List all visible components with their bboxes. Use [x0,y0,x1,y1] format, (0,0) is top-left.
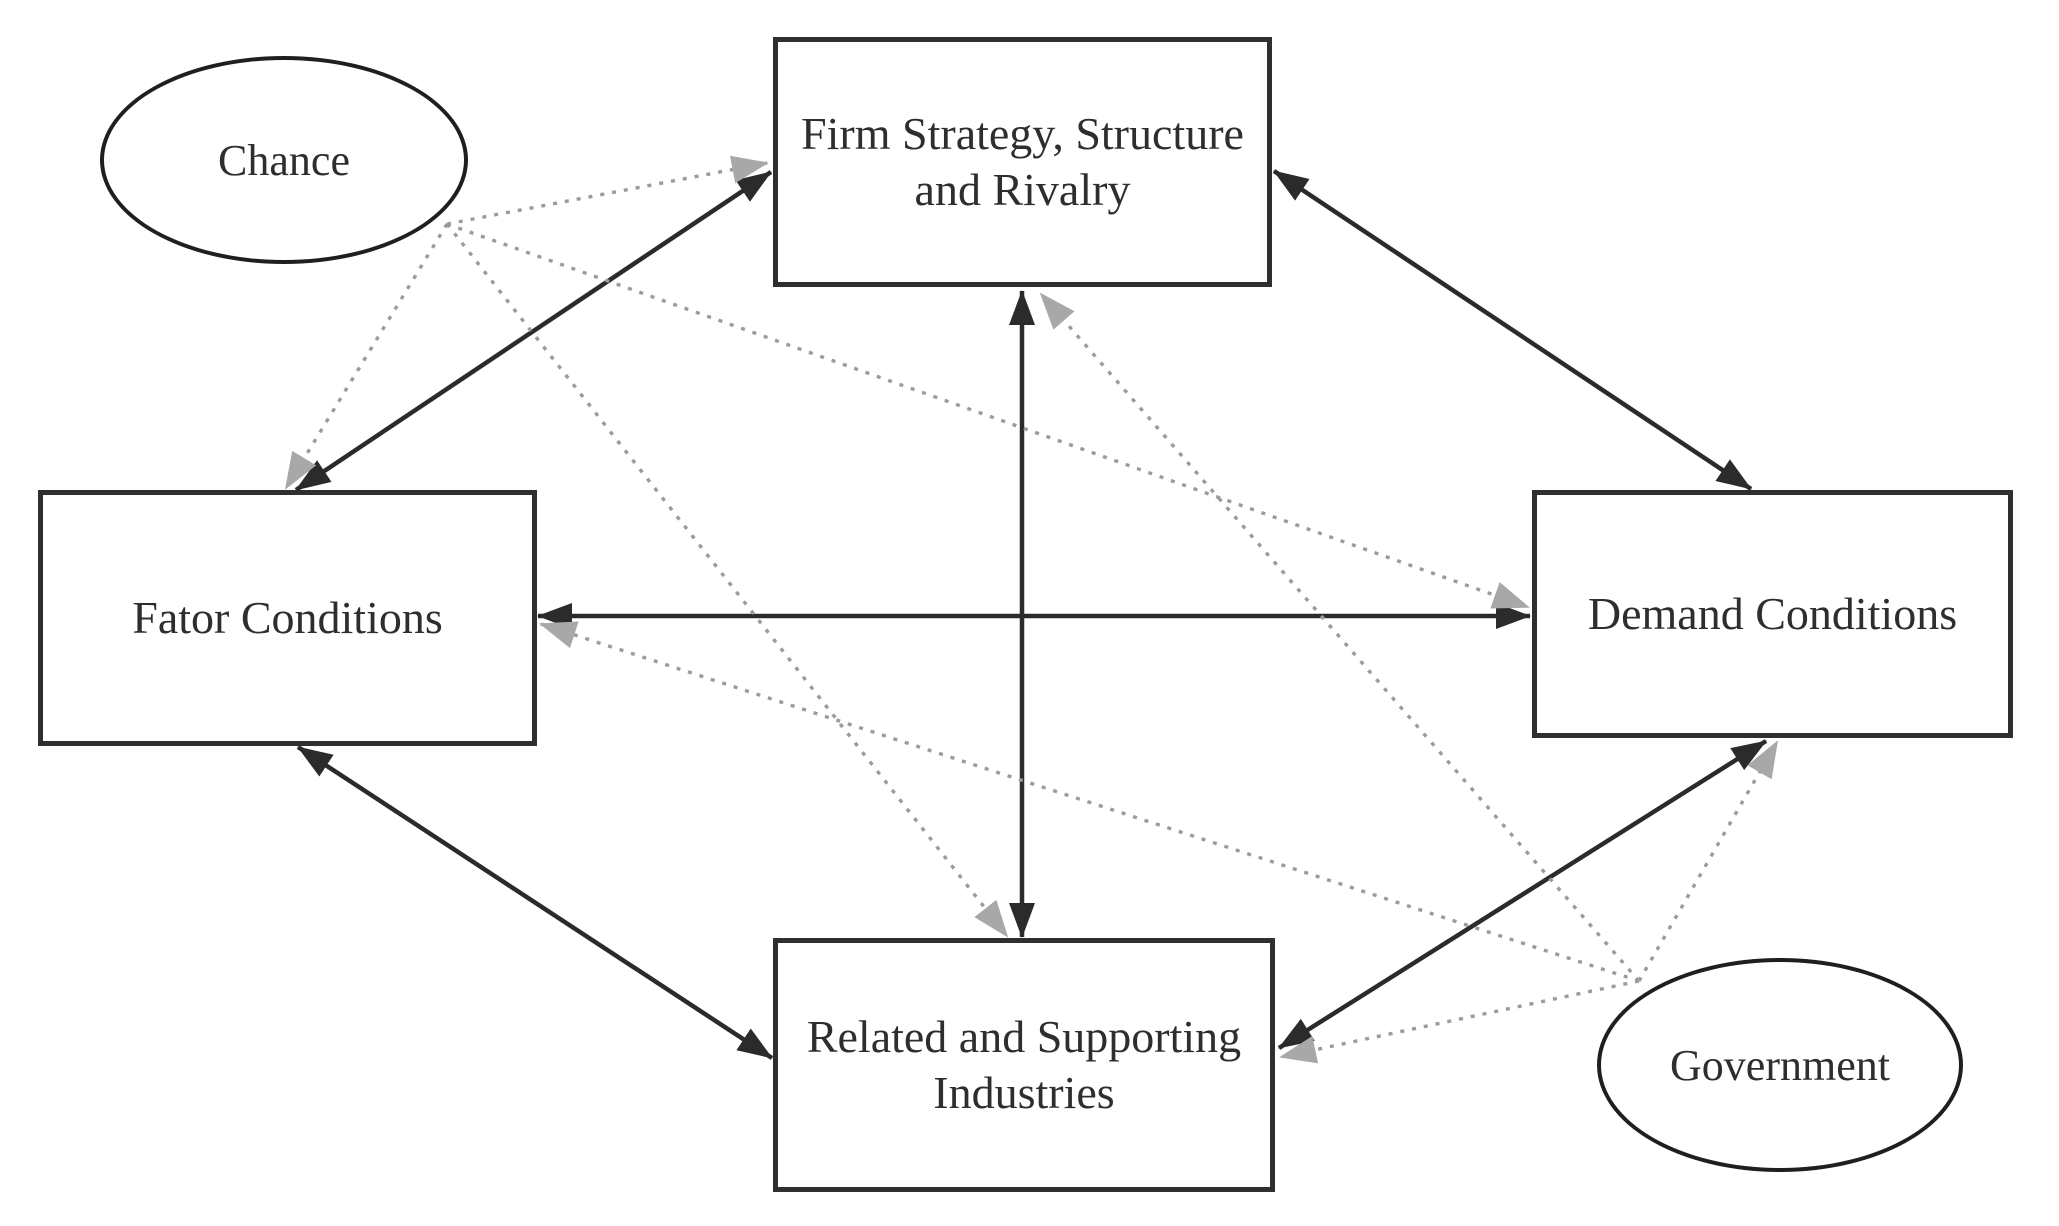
edge-government-demand-dashed [1637,740,1779,982]
node-demand: Demand Conditions [1532,490,2013,738]
node-firm: Firm Strategy, Structure and Rivalry [773,37,1272,287]
edge-chance-factor-dashed [284,223,449,490]
edge-factor-firm [294,170,773,492]
edge-government-firm-dashed [1039,292,1641,983]
node-label-factor: Fator Conditions [132,591,443,643]
edge-government-related-dashed [1279,979,1640,1064]
node-label-demand: Demand Conditions [1587,587,1958,639]
node-label-chance: Chance [218,135,350,185]
node-government: Government [1597,958,1963,1172]
edge-chance-firm-dashed [446,155,769,226]
node-label-related: Related and Supporting Industries [806,1010,1242,1118]
edge-factor-related [296,745,774,1060]
edge-firm-demand [1272,169,1753,491]
node-label-government: Government [1670,1040,1890,1090]
node-factor: Fator Conditions [38,490,537,746]
node-chance: Chance [100,56,468,264]
edge-government-factor-dashed [539,621,1640,983]
edge-related-demand [1277,739,1768,1050]
node-label-firm: Firm Strategy, Structure and Rivalry [801,107,1244,215]
node-related: Related and Supporting Industries [773,938,1275,1192]
